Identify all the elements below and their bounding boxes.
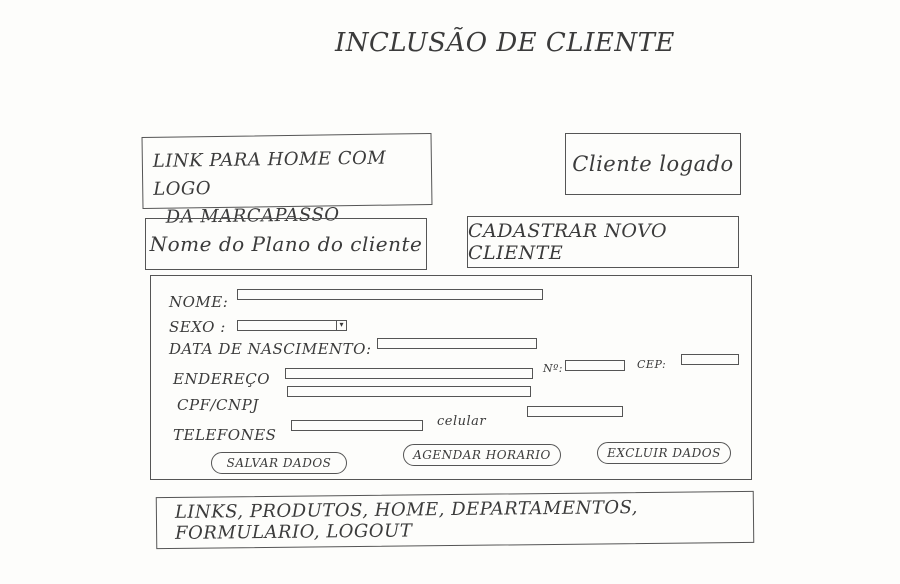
save-data-button[interactable]: SALVAR DADOS (211, 452, 347, 474)
number-label: Nº: (543, 362, 564, 375)
delete-data-button[interactable]: EXCLUIR DADOS (597, 442, 731, 464)
schedule-time-label: AGENDAR HORARIO (413, 448, 551, 462)
phone-field[interactable] (291, 420, 423, 431)
home-logo-link[interactable]: LINK PARA HOME COM LOGO DA MARCAPASSO (141, 132, 433, 228)
sex-select[interactable]: ▾ (237, 320, 347, 331)
delete-data-label: EXCLUIR DADOS (607, 446, 721, 460)
name-label: NOME: (169, 293, 229, 311)
footer-links-bar[interactable]: LINKS, PRODUTOS, HOME, DEPARTAMENTOS, FO… (155, 490, 755, 550)
name-field[interactable] (237, 289, 543, 300)
address-label: ENDEREÇO (173, 370, 271, 388)
home-link-text-line1: LINK PARA HOME COM LOGO (152, 147, 387, 200)
mobile-field[interactable] (527, 406, 623, 417)
page-title: INCLUSÃO DE CLIENTE (335, 28, 675, 58)
mobile-label: celular (437, 414, 487, 429)
register-new-client-button[interactable]: CADASTRAR NOVO CLIENTE (467, 216, 739, 268)
client-plan-name: Nome do Plano do cliente (145, 218, 427, 270)
phones-label: TELEFONES (173, 426, 277, 444)
save-data-label: SALVAR DADOS (226, 456, 332, 470)
cep-field[interactable] (681, 354, 739, 365)
cpf-cnpj-field[interactable] (287, 386, 531, 397)
cep-label: CEP: (637, 358, 667, 371)
client-form: NOME: SEXO : ▾ DATA DE NASCIMENTO: ENDER… (150, 275, 752, 480)
plan-name-label: Nome do Plano do cliente (149, 232, 423, 256)
register-new-client-label: CADASTRAR NOVO CLIENTE (468, 220, 668, 264)
birth-date-field[interactable] (377, 338, 537, 349)
cpf-cnpj-label: CPF/CNPJ (177, 396, 259, 414)
logged-client-label: Cliente logado (572, 152, 734, 176)
sex-label: SEXO : (169, 318, 226, 336)
number-field[interactable] (565, 360, 625, 371)
schedule-time-button[interactable]: AGENDAR HORARIO (403, 444, 561, 466)
logged-client-indicator[interactable]: Cliente logado (565, 133, 741, 195)
chevron-down-icon: ▾ (336, 320, 346, 330)
birth-date-label: DATA DE NASCIMENTO: (169, 340, 372, 358)
address-field[interactable] (285, 368, 533, 379)
footer-links-text: LINKS, PRODUTOS, HOME, DEPARTAMENTOS, FO… (174, 497, 639, 544)
